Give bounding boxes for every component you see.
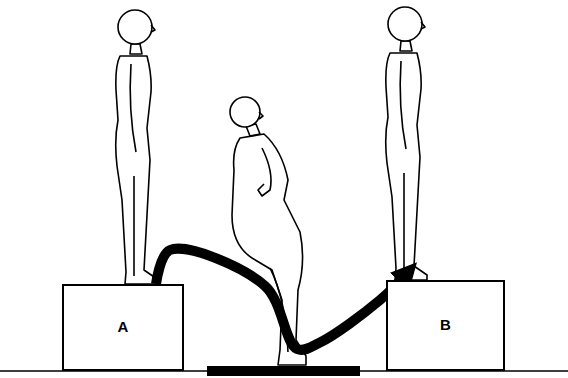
box-label: A bbox=[118, 319, 129, 336]
landing-figure bbox=[230, 97, 306, 365]
jump-box: A bbox=[62, 284, 184, 371]
standing-figure bbox=[386, 7, 427, 280]
standing-figure bbox=[116, 10, 157, 284]
landing-plate bbox=[207, 366, 360, 376]
jump-box: B bbox=[386, 280, 505, 371]
box-label: B bbox=[440, 317, 451, 334]
jump-arrow bbox=[156, 249, 410, 350]
